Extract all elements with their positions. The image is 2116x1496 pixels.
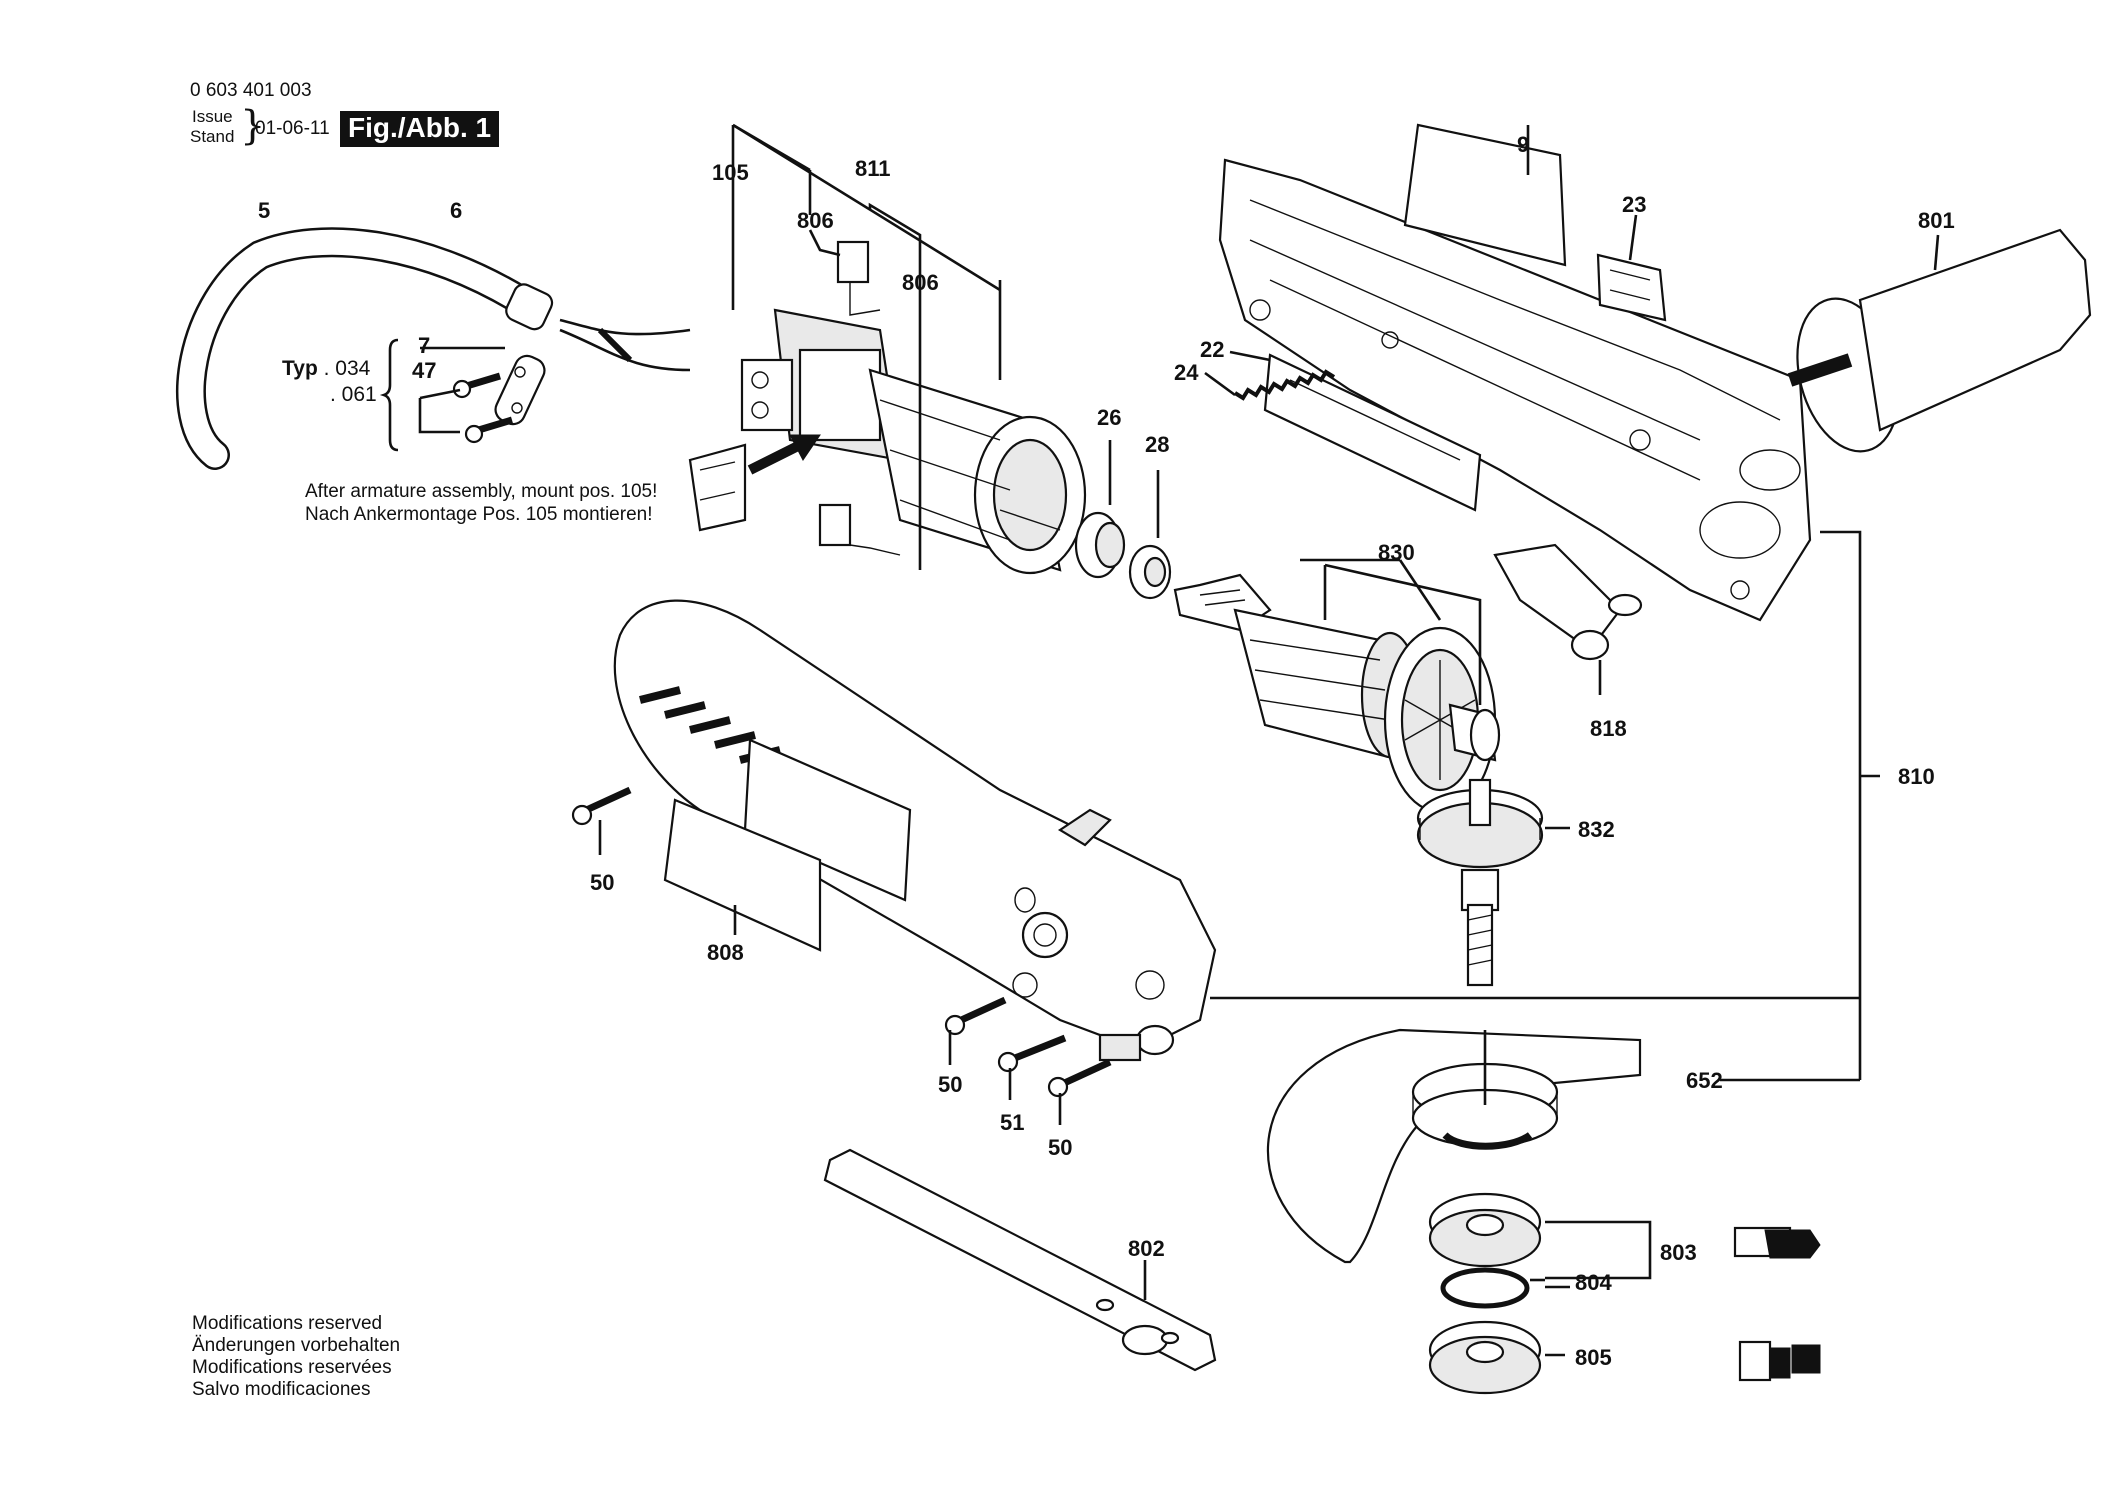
label-26: 26 [1097, 405, 1121, 430]
label-806-top: 806 [797, 208, 834, 233]
label-50-right: 50 [1048, 1135, 1072, 1160]
spanner-wrench [823, 1148, 1217, 1372]
label-808: 808 [707, 940, 744, 965]
cord-clamp [452, 354, 546, 444]
label-6: 6 [450, 198, 462, 223]
label-51: 51 [1000, 1110, 1024, 1135]
label-sticker [663, 798, 822, 952]
label-7: 7 [418, 333, 430, 358]
label-47: 47 [412, 358, 436, 383]
label-811: 811 [855, 156, 891, 181]
note-english: After armature assembly, mount pos. 105! [305, 481, 658, 502]
modifications-fr: Modifications reservées [192, 1357, 392, 1378]
issue-label: Issue [192, 107, 233, 126]
power-cord [175, 227, 691, 470]
label-804: 804 [1575, 1270, 1612, 1295]
modifications-es: Salvo modificaciones [192, 1379, 371, 1400]
typ-label: Typ . 034 [282, 357, 370, 381]
label-50-mid: 50 [938, 1072, 962, 1097]
typ-word: Typ [282, 357, 318, 380]
label-50-left: 50 [590, 870, 614, 895]
label-5: 5 [258, 198, 270, 223]
label-28: 28 [1145, 432, 1169, 457]
label-9: 9 [1517, 132, 1529, 157]
armature [1173, 573, 1501, 814]
motor-housing [613, 599, 1217, 1062]
issue-date: 01-06-11 [255, 118, 330, 139]
label-806-side: 806 [902, 270, 939, 295]
gear-housing [1204, 123, 1812, 622]
stator-assembly [688, 240, 1087, 575]
label-23: 23 [1622, 192, 1646, 217]
note-german: Nach Ankermontage Pos. 105 montieren! [305, 504, 653, 525]
label-803: 803 [1660, 1240, 1697, 1265]
label-22: 22 [1200, 337, 1224, 362]
stand-label: Stand [190, 127, 235, 146]
label-832: 832 [1578, 817, 1615, 842]
typ-code-2: . 061 [330, 383, 377, 406]
wheel-guard [1266, 1028, 1642, 1264]
label-652: 652 [1686, 1068, 1723, 1093]
auxiliary-handle [1787, 228, 2092, 453]
label-810: 810 [1898, 764, 1935, 789]
flange-assembly [1428, 1192, 1821, 1395]
label-818: 818 [1590, 716, 1627, 741]
figure-badge: Fig./Abb. 1 [340, 111, 500, 147]
bevel-gear [1416, 778, 1570, 987]
label-830: 830 [1378, 540, 1415, 565]
part-number: 0 603 401 003 [190, 80, 312, 101]
label-801: 801 [1918, 208, 1955, 233]
bearing-sleeve [1074, 440, 1172, 600]
screws [571, 786, 1112, 1125]
header-brace: } [240, 103, 266, 149]
modifications-de: Änderungen vorbehalten [192, 1335, 401, 1356]
label-105: 105 [712, 160, 749, 185]
typ-code-1: . 034 [323, 357, 371, 380]
label-802: 802 [1128, 1236, 1165, 1261]
spindle-lock-button [1493, 543, 1643, 695]
label-805: 805 [1575, 1345, 1612, 1370]
label-24: 24 [1174, 360, 1199, 385]
modifications-en: Modifications reserved [192, 1313, 383, 1334]
